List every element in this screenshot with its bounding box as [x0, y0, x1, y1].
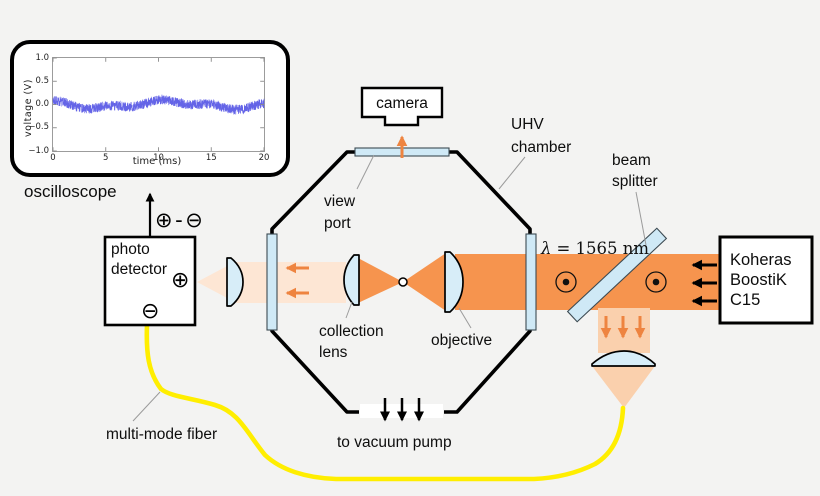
fiber-coupling-lens — [591, 350, 656, 367]
x-axis-label: time (ms) — [132, 156, 182, 167]
fluorescence-beam-cone-to-detector — [197, 265, 229, 299]
camera-box — [360, 86, 444, 127]
photo-detector-label: photo detector — [111, 241, 168, 278]
voltage-trace — [52, 94, 265, 115]
left-window — [266, 233, 278, 331]
oscilloscope-display: 0 5 10 15 20 1.0 0.5 0.0 −0.5 −1.0 voltage (V) ti… — [10, 40, 290, 177]
beam-splitter — [566, 227, 668, 323]
laser-box — [718, 235, 814, 325]
y-tick-label: 0.0 — [35, 99, 49, 109]
polarization-out-icon — [645, 271, 667, 293]
pointer-line — [345, 301, 353, 319]
detector-polarity-symbols: ⊕-⊖ — [155, 208, 206, 232]
plus-circle-icon: ⊕ — [171, 268, 190, 293]
multi-mode-fiber — [144, 322, 626, 482]
photo-detector-box — [103, 235, 197, 327]
fiber-coupling-cone — [592, 366, 655, 408]
y-tick-label: 1.0 — [35, 52, 49, 63]
fiber-label: multi-mode fiber — [106, 426, 218, 443]
pointer-line — [132, 391, 161, 422]
collection-lens — [343, 254, 360, 306]
x-tick-label: 10 — [153, 153, 164, 163]
x-tick-label: 15 — [205, 153, 217, 163]
pointer-line — [458, 307, 472, 329]
objective-lens — [444, 251, 464, 313]
beam-splitter-label: beam splitter — [612, 152, 658, 190]
oscilloscope-plot-canvas — [52, 57, 265, 152]
y-axis-label: voltage (V) — [23, 79, 34, 137]
collection-lens-label: collection lens — [319, 323, 384, 361]
vacuum-pump-label: to vacuum pump — [337, 434, 452, 451]
laser-label: Koheras BoostiK C15 — [730, 251, 792, 309]
objective-cone — [403, 253, 446, 311]
pointer-line — [635, 191, 647, 246]
minus-circle-icon: ⊖ — [141, 299, 160, 324]
wavelength-label: λ= 1565 nm — [541, 239, 650, 258]
uhv-chamber-label: UHV chamber — [511, 116, 572, 156]
detector-lens — [226, 257, 244, 307]
pointer-line — [356, 154, 375, 190]
camera-label: camera — [376, 95, 428, 112]
y-tick-label: −0.5 — [28, 122, 49, 133]
x-tick-label: 0 — [50, 153, 56, 163]
x-tick-label: 20 — [258, 153, 270, 163]
x-tick-label: 5 — [103, 153, 109, 163]
oscilloscope-plot: 0 5 10 15 20 1.0 0.5 0.0 −0.5 −1.0 — [28, 53, 269, 164]
plus-circle-icon: ⊕ — [155, 208, 176, 232]
view-port-label: view port — [324, 193, 356, 232]
objective-label: objective — [431, 332, 493, 349]
right-window — [525, 233, 537, 331]
pointer-line — [498, 156, 526, 190]
y-tick-label: 0.5 — [35, 75, 49, 86]
y-tick-label: −1.0 — [28, 145, 49, 156]
polarization-out-icon — [555, 271, 577, 293]
atom-focus-point — [398, 277, 408, 287]
minus-circle-icon: ⊖ — [185, 208, 206, 232]
collection-cone — [358, 258, 403, 303]
oscilloscope-label: oscilloscope — [24, 182, 117, 201]
